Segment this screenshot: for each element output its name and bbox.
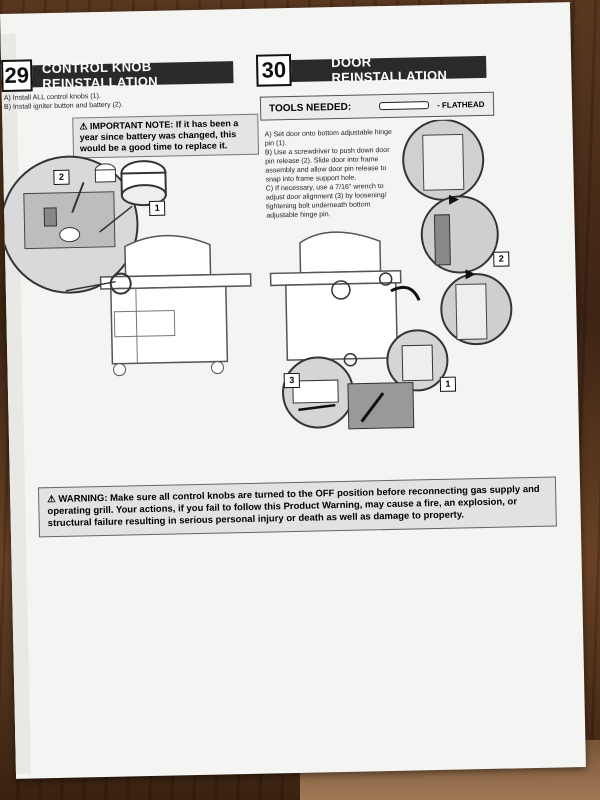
product-warning-box: ⚠ WARNING: Make sure all control knobs a… (37, 476, 557, 538)
step-29-callout-1: 1 (148, 200, 166, 216)
step-29-instructions: A) Install ALL control knobs (1). B) Ins… (4, 90, 204, 112)
door-reinstallation-illustration (269, 118, 513, 430)
warning-triangle-icon: ⚠ (47, 493, 59, 506)
step-29-title: CONTROL KNOB REINSTALLATION (41, 58, 159, 92)
tool-name: - FLATHEAD (437, 99, 485, 110)
tools-needed-label: TOOLS NEEDED: (268, 101, 352, 114)
tools-needed-box: TOOLS NEEDED: - FLATHEAD (259, 91, 495, 121)
manual-page: 29 CONTROL KNOB REINSTALLATION A) Instal… (0, 2, 586, 779)
product-warning-text: WARNING: Make sure all control knobs are… (47, 483, 540, 530)
step-29-number: 29 (1, 58, 33, 92)
important-note-text: IMPORTANT NOTE: If it has been a year si… (79, 118, 239, 154)
flathead-screwdriver-icon (379, 101, 430, 111)
step-30-title: DOOR REINSTALLATION (331, 54, 448, 86)
step-30-number: 30 (255, 53, 292, 87)
step-29-callout-2: 2 (53, 169, 70, 185)
step-30-callout-2: 2 (493, 251, 510, 267)
step-30-header: 30 DOOR REINSTALLATION (255, 53, 487, 87)
step-29-header: 29 CONTROL KNOB REINSTALLATION (1, 59, 234, 92)
warning-triangle-icon: ⚠ (79, 121, 91, 132)
control-knob-illustration (2, 155, 252, 377)
step-30-callout-3: 3 (283, 372, 300, 389)
step-30-callout-1: 1 (439, 376, 457, 392)
